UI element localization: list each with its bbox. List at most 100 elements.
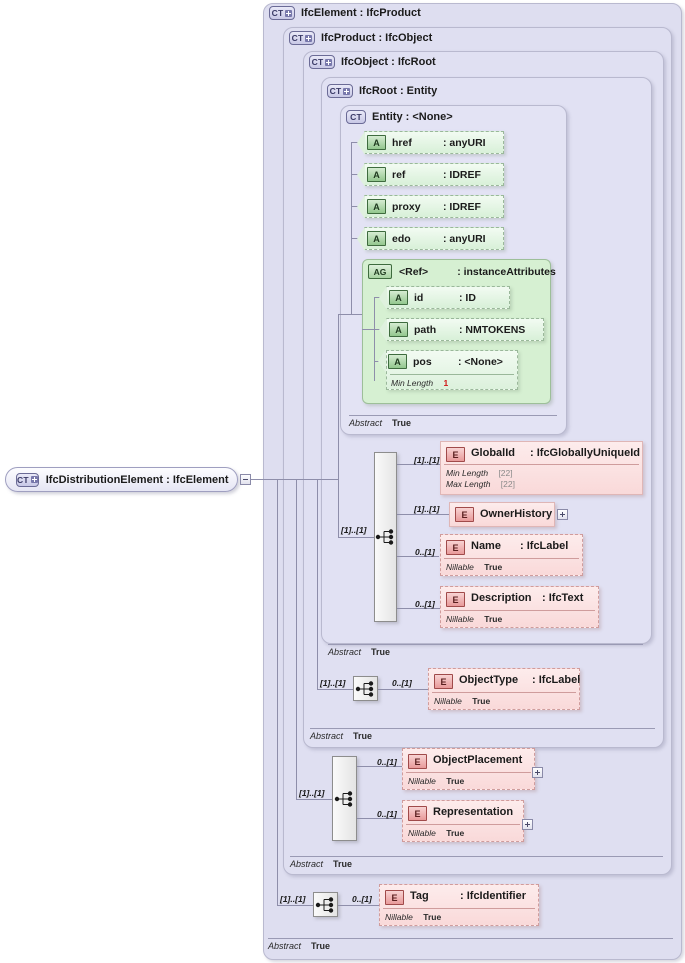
cardinality-label: [1]..[1] (280, 894, 306, 904)
facet-value: True (484, 562, 503, 572)
container-header-ifcelement[interactable]: CT IfcElement : IfcProduct (269, 6, 421, 20)
connector (378, 689, 428, 690)
complextype-expand-icon[interactable]: CT (327, 84, 353, 98)
connector (362, 329, 374, 330)
sequence-node-ifcelement[interactable] (313, 892, 338, 917)
element-name-box[interactable]: E Name : IfcLabel (440, 534, 583, 576)
element-type: : IfcLabel (520, 540, 569, 552)
element-expand-toggle[interactable] (557, 509, 568, 520)
attribute-icon: A (389, 322, 408, 337)
complextype-expand-icon[interactable]: CT (309, 55, 335, 69)
facet-name: Nillable (446, 562, 474, 572)
cardinality-label: 0..[1] (415, 599, 435, 609)
attribute-name: pos (413, 355, 432, 368)
attribute-row[interactable]: A path : NMTOKENS (379, 318, 544, 342)
attribute-name: ref (392, 168, 406, 181)
cardinality-label: 0..[1] (377, 809, 397, 819)
attribute-type: : <None> (458, 355, 503, 368)
element-type: : IfcLabel (532, 674, 581, 686)
element-expand-toggle[interactable] (532, 767, 543, 778)
element-name: Tag (410, 890, 429, 902)
container-header-entity[interactable]: CT Entity : <None> (346, 110, 453, 124)
connector (338, 537, 374, 538)
sequence-icon (315, 896, 333, 913)
container-label: IfcProduct : IfcObject (321, 32, 433, 44)
attribute-row-with-facets[interactable] (386, 350, 518, 390)
attribute-group-header[interactable]: AG <Ref> : instanceAttributes (368, 264, 556, 279)
element-expand-toggle[interactable] (522, 819, 533, 830)
sequence-node-ifcroot[interactable] (374, 452, 397, 622)
facet-name: Min Length (391, 378, 434, 388)
attribute-row[interactable]: A edo : anyURI (357, 227, 504, 251)
element-objectplacement[interactable]: E ObjectPlacement (402, 748, 535, 790)
connector (351, 174, 362, 175)
attribute-icon: A (388, 354, 407, 369)
element-ownerhistory[interactable]: E OwnerHistory (449, 502, 555, 527)
complextype-expand-icon[interactable]: CT (16, 472, 39, 487)
facet-nillable: Nillable True (434, 696, 490, 706)
attribute-row[interactable]: A href : anyURI (357, 131, 504, 155)
connector (357, 818, 403, 819)
cardinality-label: [1]..[1] (299, 788, 325, 798)
attribute-icon: A (367, 231, 386, 246)
connector (374, 297, 375, 381)
divider (444, 464, 639, 465)
connector (317, 689, 353, 690)
element-representation[interactable]: E Representation (402, 800, 524, 842)
complextype-icon[interactable]: CT (346, 110, 366, 124)
element-name: ObjectPlacement (433, 754, 523, 766)
container-label: IfcRoot : Entity (359, 85, 438, 97)
attribute-type: : anyURI (443, 232, 486, 245)
container-header-ifcroot[interactable]: CT IfcRoot : Entity (327, 84, 437, 98)
facet-min-length: Min Length [22] (446, 468, 513, 478)
facet-value: True (472, 696, 491, 706)
sequence-icon (375, 529, 393, 545)
attribute-row[interactable]: A proxy : IDREF (357, 195, 504, 219)
connector (351, 142, 362, 143)
element-icon: E (446, 447, 465, 462)
element-icon: E (385, 890, 404, 905)
connector (351, 314, 362, 315)
attribute-row[interactable]: A id : ID (379, 286, 510, 310)
connector (338, 314, 351, 315)
container-header-ifcproduct[interactable]: CT IfcProduct : IfcObject (289, 31, 432, 45)
facet-nillable: Nillable True (408, 776, 464, 786)
attribute-name: edo (392, 232, 411, 245)
facet-min-length: Min Length 1 (391, 378, 448, 388)
facet-value: True (423, 912, 442, 922)
attribute-icon: A (367, 199, 386, 214)
element-tag[interactable]: E Tag : IfcIdentifier (379, 884, 539, 926)
facet-nillable: Nillable True (446, 614, 502, 624)
complextype-expand-icon[interactable]: CT (269, 6, 295, 20)
facet-name: Nillable (408, 828, 436, 838)
container-header-ifcobject[interactable]: CT IfcObject : IfcRoot (309, 55, 436, 69)
element-name: Description (471, 592, 532, 604)
facet-value: True (446, 776, 465, 786)
divider (390, 374, 514, 375)
root-collapse-toggle[interactable] (240, 474, 251, 485)
attribute-row[interactable]: A ref : IDREF (357, 163, 504, 187)
connector-trunk (296, 479, 297, 799)
facet-name: Nillable (408, 776, 436, 786)
element-globalid[interactable]: E GlobalId : IfcGloballyUniqueId (440, 441, 643, 495)
facet-name: Max Length (446, 479, 491, 489)
sequence-node-ifcproduct[interactable] (332, 756, 357, 841)
element-icon: E (446, 592, 465, 607)
element-description[interactable]: E Description : IfcText (440, 586, 599, 628)
sequence-node-ifcobject[interactable] (353, 676, 378, 701)
element-objecttype[interactable]: E ObjectType : IfcLabel (428, 668, 580, 710)
attribute-type: : IDREF (443, 200, 481, 213)
facet-value: True (446, 828, 465, 838)
sequence-icon (355, 680, 373, 697)
element-name: Name (471, 540, 501, 552)
complextype-expand-icon[interactable]: CT (289, 31, 315, 45)
connector (397, 608, 441, 609)
facet-value: [22] (498, 468, 513, 478)
attribute-group-type: : instanceAttributes (457, 265, 556, 278)
root-node-ifcdistributionelement[interactable]: CT IfcDistributionElement : IfcElement (5, 467, 238, 492)
abstract-value: True (333, 859, 353, 869)
abstract-value: True (371, 647, 391, 657)
element-name: GlobalId (471, 447, 515, 459)
